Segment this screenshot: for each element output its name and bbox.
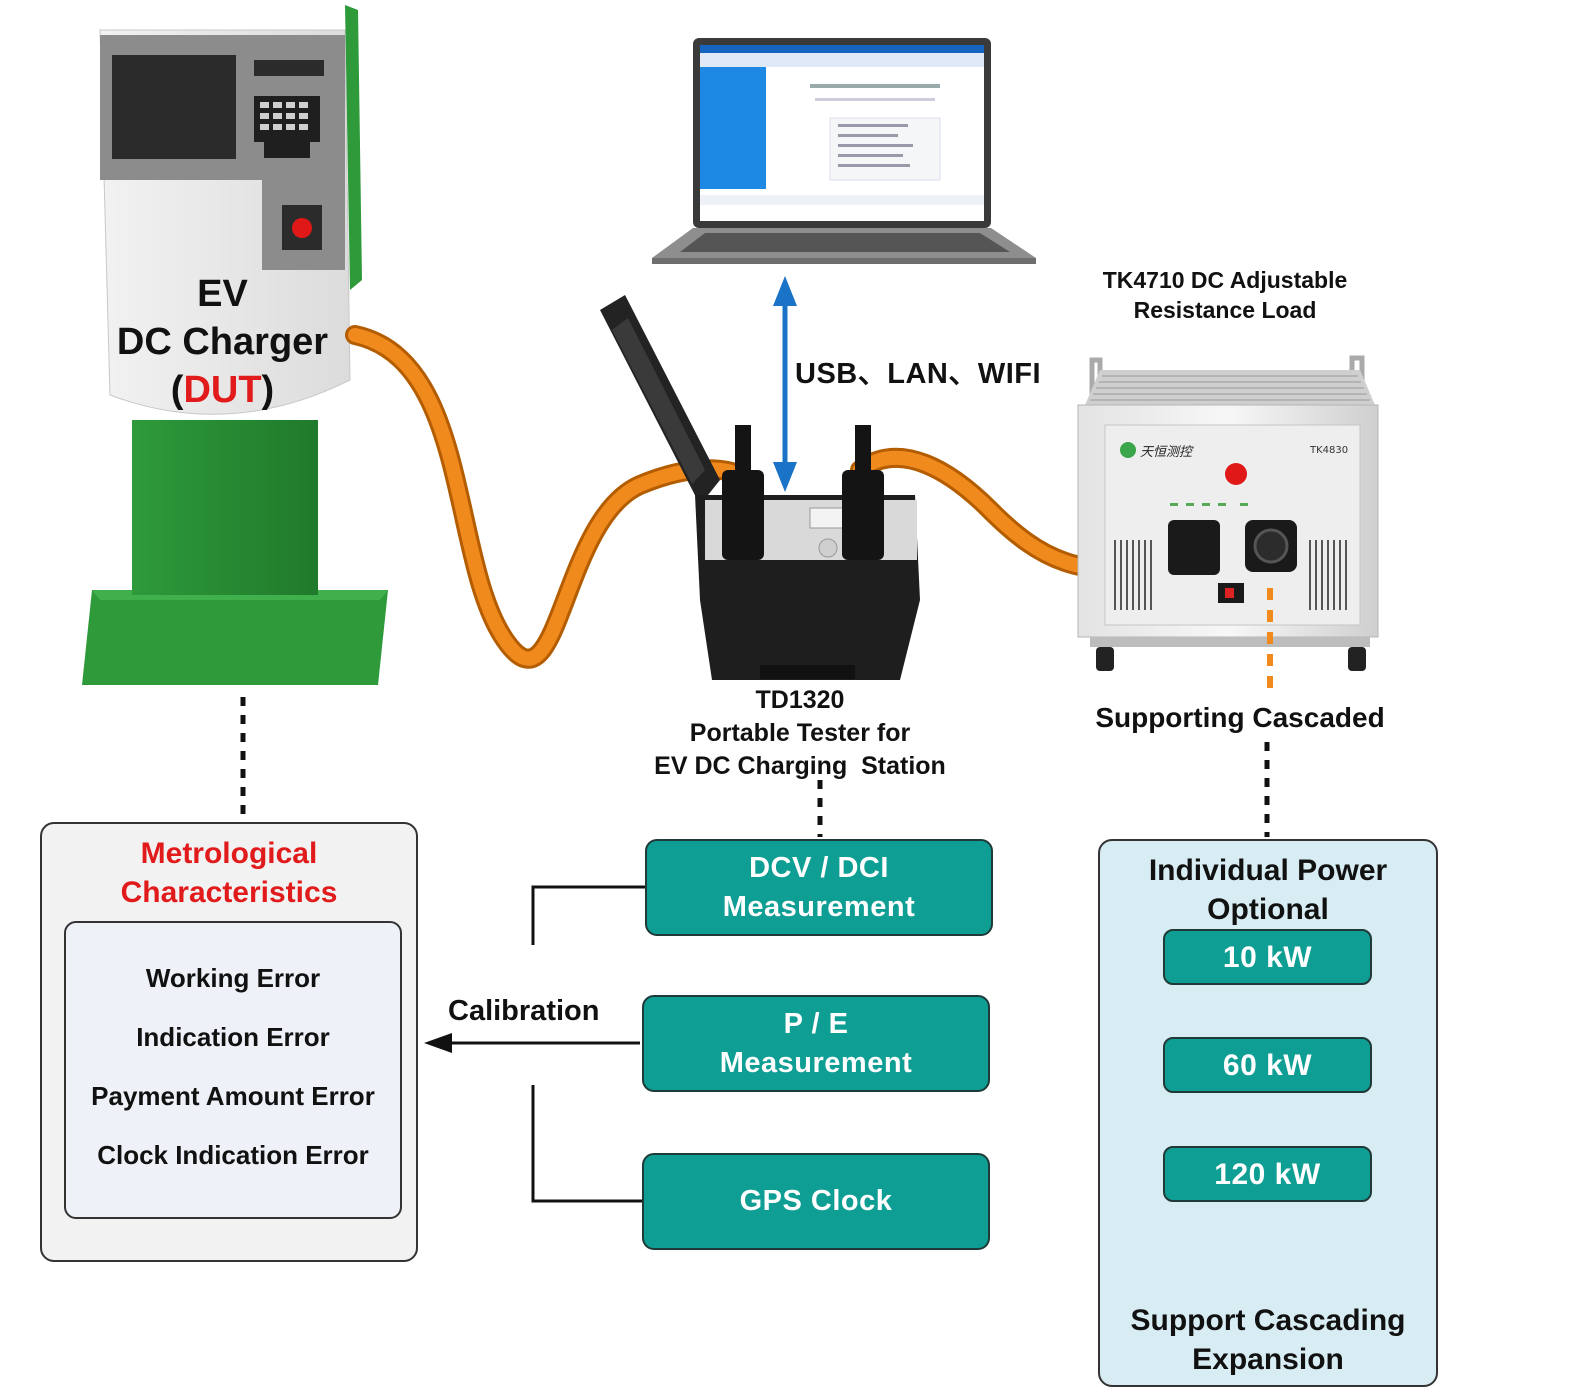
calibration-arrow-icon <box>424 1033 452 1053</box>
metrological-item: Indication Error <box>136 1022 330 1052</box>
dcv-dci-measurement-box: DCV / DCI Measurement <box>645 839 993 936</box>
metrological-title-line2: Characteristics <box>120 876 338 909</box>
tester-caption-line3: EV DC Charging Station <box>654 752 946 780</box>
tester-connector-left <box>722 470 764 560</box>
metrological-item: Clock Indication Error <box>97 1140 369 1170</box>
tester-caption-line1: TD1320 <box>755 686 845 714</box>
metrological-title-line1: Metrological <box>140 837 318 870</box>
charger-base <box>82 590 388 685</box>
metrological-characteristics-box: Metrological Characteristics Working Err… <box>40 822 418 1262</box>
power-option-10kw: 10 kW <box>1163 929 1372 985</box>
charger-label-line3: (DUT) <box>100 366 345 414</box>
power-title: Individual Power Optional <box>1100 851 1436 929</box>
resistance-load-illustration: 天恒测控 TK4830 <box>1077 355 1379 671</box>
dut-close-paren: ) <box>261 369 275 411</box>
laptop-illustration <box>652 38 1036 264</box>
dut-label: DUT <box>183 369 262 411</box>
load-title: TK4710 DC Adjustable Resistance Load <box>1080 265 1370 325</box>
dcv-dci-line1: DCV / DCI <box>749 851 889 884</box>
wheel-icon <box>1096 647 1114 671</box>
ev-charger-illustration <box>82 5 388 685</box>
wheel-icon <box>1348 647 1366 671</box>
calibration-bracket <box>448 885 645 1203</box>
tester-caption-line2: Portable Tester for <box>689 719 911 747</box>
portable-tester-illustration <box>600 295 920 680</box>
dut-open-paren: ( <box>170 369 184 411</box>
load-emergency-stop-icon <box>1225 463 1247 485</box>
pe-line1: P / E <box>783 1007 849 1040</box>
metrological-item: Payment Amount Error <box>91 1081 375 1111</box>
power-option-60kw: 60 kW <box>1163 1037 1372 1093</box>
cascade-expansion-line1: Support Cascading <box>1130 1304 1406 1337</box>
pe-line2: Measurement <box>719 1046 913 1079</box>
load-model-plate: TK4830 <box>1309 445 1348 456</box>
metrological-list: Working Error Indication Error Payment A… <box>64 921 402 1219</box>
cascade-expansion-line2: Expansion <box>1192 1343 1344 1376</box>
gps-clock-box: GPS Clock <box>642 1153 990 1250</box>
charger-label: EV DC Charger (DUT) <box>100 270 345 414</box>
pe-measurement-box: P / E Measurement <box>642 995 990 1092</box>
individual-power-box: Individual Power Optional 10 kW 60 kW 12… <box>1098 839 1438 1387</box>
charger-screen <box>112 55 236 159</box>
load-title-line2: Resistance Load <box>1133 297 1317 323</box>
load-input-connector <box>1168 520 1220 575</box>
power-title-line1: Individual Power <box>1148 854 1388 887</box>
metrological-item: Working Error <box>145 963 321 993</box>
gps-clock-label: GPS Clock <box>739 1185 893 1217</box>
power-title-line2: Optional <box>1207 893 1329 926</box>
metrological-title: Metrological Characteristics <box>42 834 416 912</box>
calibration-label: Calibration <box>448 995 600 1027</box>
supporting-cascaded-label: Supporting Cascaded <box>1095 702 1385 733</box>
tester-caption: TD1320 Portable Tester for EV DC Chargin… <box>620 684 980 783</box>
connectivity-arrow-icon <box>773 276 797 492</box>
emergency-button-icon <box>292 218 312 238</box>
cascade-expansion-label: Support Cascading Expansion <box>1100 1301 1436 1379</box>
tester-connector-right <box>842 470 884 560</box>
connectivity-label: USB、LAN、WIFI <box>795 358 1042 390</box>
svg-text:天恒测控: 天恒测控 <box>1140 445 1194 460</box>
load-title-line1: TK4710 DC Adjustable <box>1102 267 1348 293</box>
charger-label-line1: EV <box>197 273 248 315</box>
dcv-dci-line2: Measurement <box>722 890 916 923</box>
brand-logo-icon: 天恒测控 <box>1120 442 1194 460</box>
charger-label-line2: DC Charger <box>116 321 329 363</box>
charger-column <box>132 420 318 595</box>
power-option-120kw: 120 kW <box>1163 1146 1372 1202</box>
